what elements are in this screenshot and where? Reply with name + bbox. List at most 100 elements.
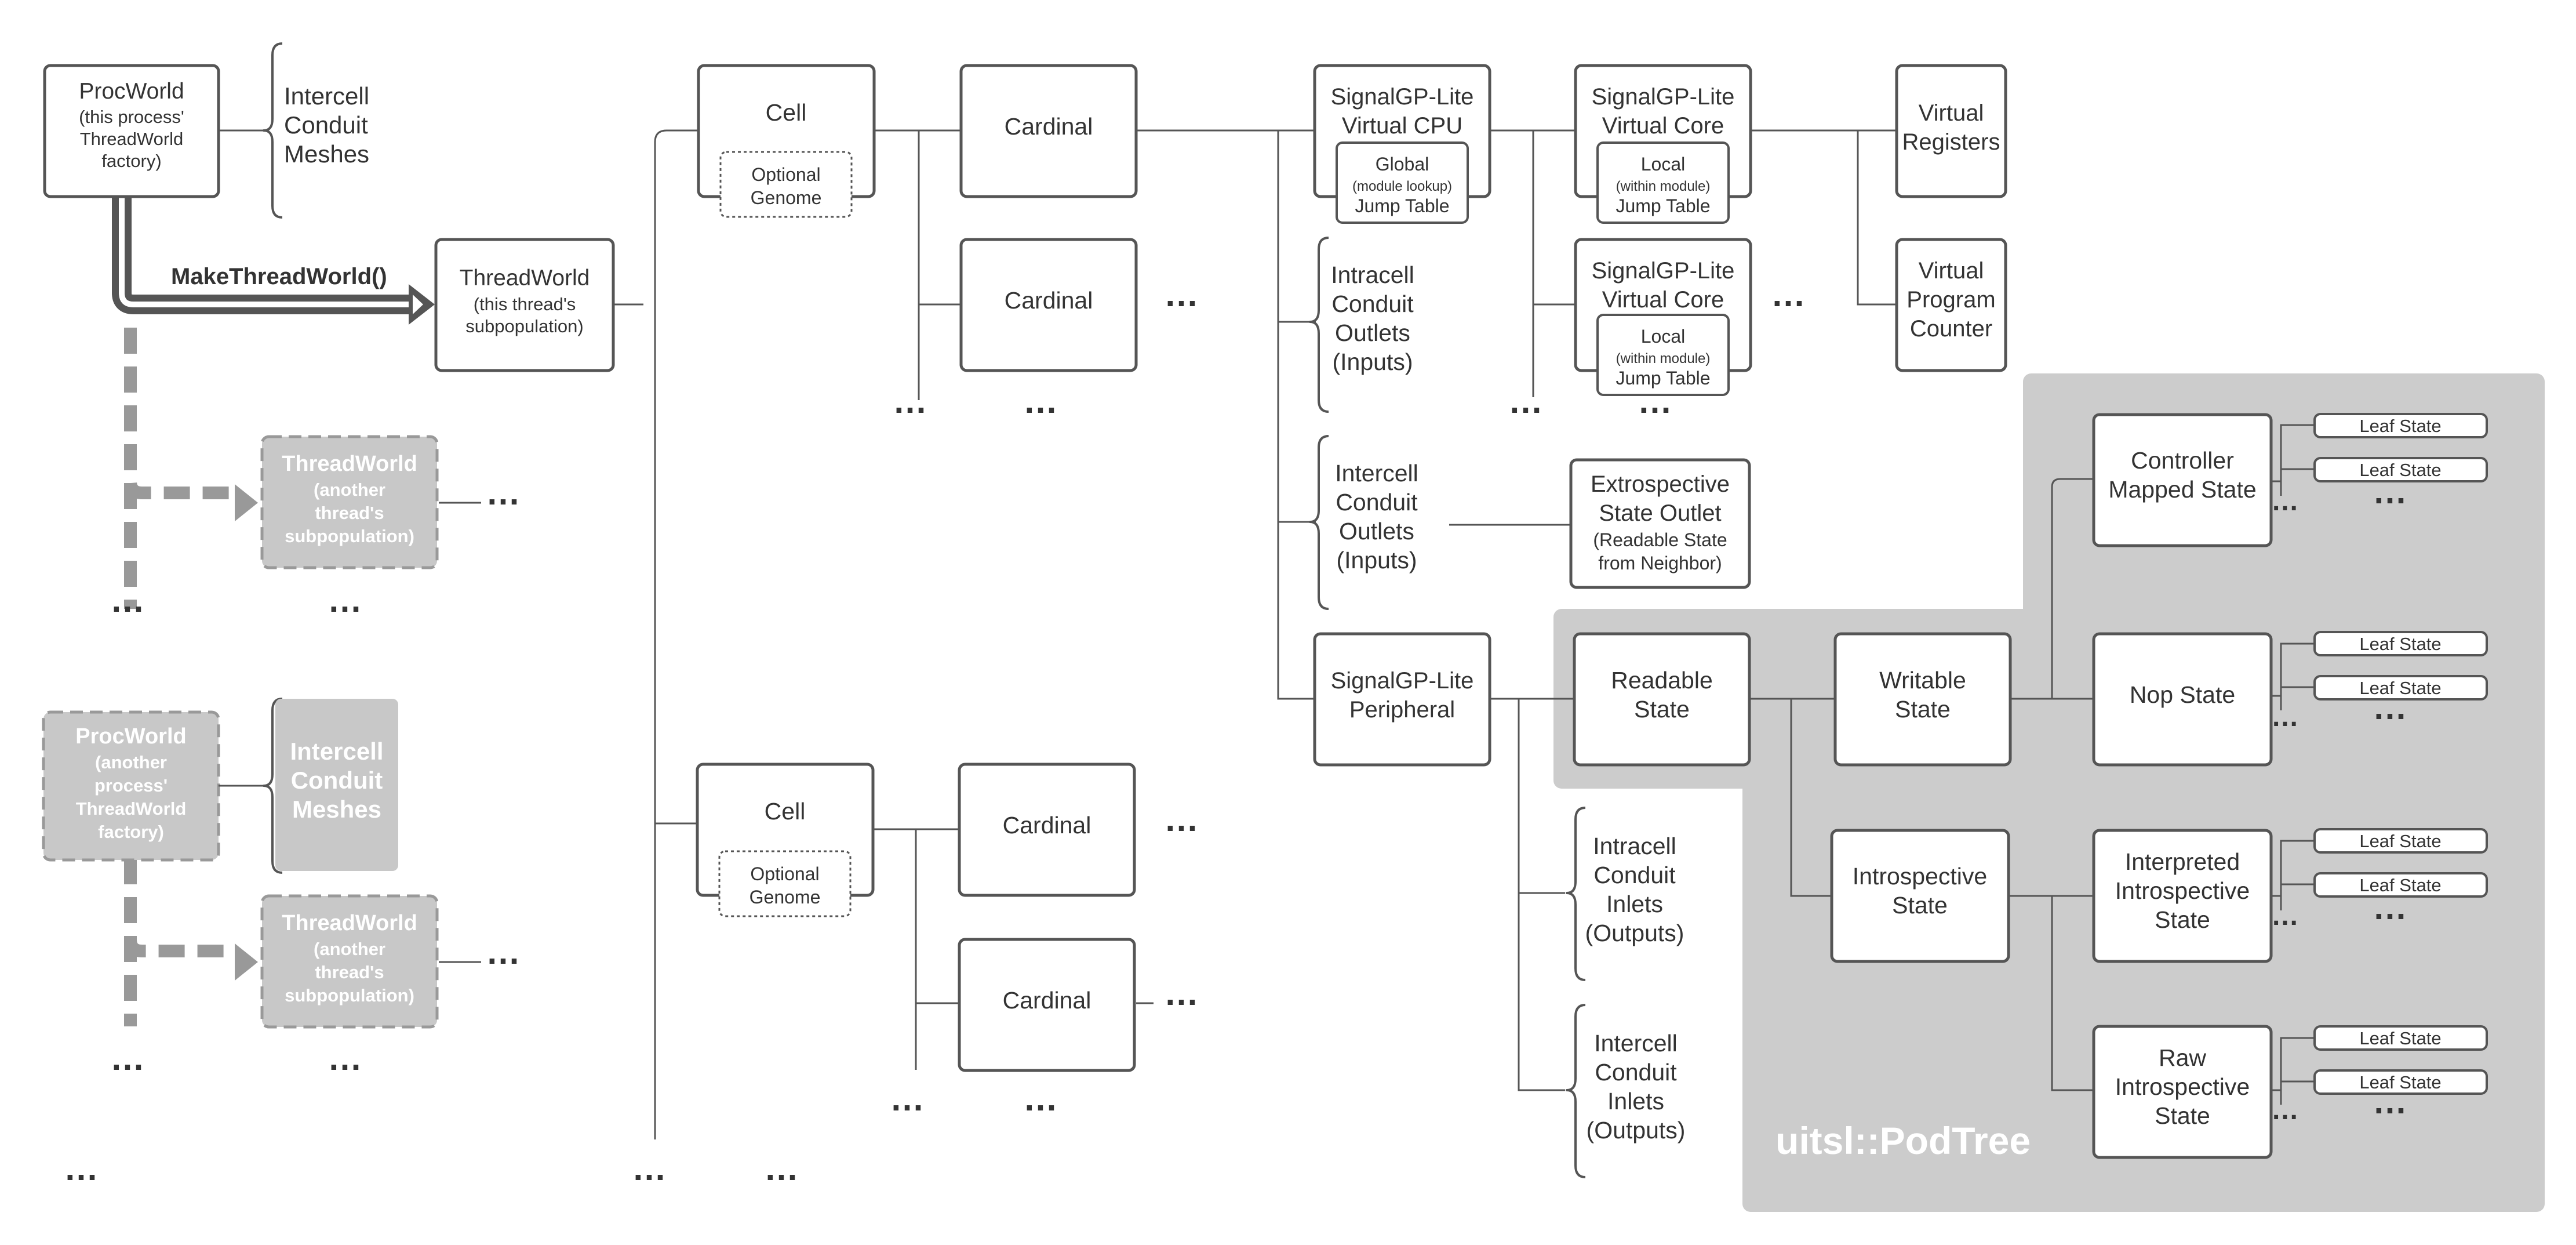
- svg-text:Conduit: Conduit: [1595, 1059, 1677, 1086]
- svg-text:…: …: [1164, 275, 1199, 314]
- svg-text:(Inputs): (Inputs): [1333, 349, 1413, 375]
- svg-text:…: …: [893, 382, 927, 420]
- cell-bottom: Cell Optional Genome: [696, 763, 875, 917]
- svg-text:Intercell: Intercell: [1335, 460, 1418, 487]
- intercell-inlets-label: Intercell Conduit Inlets (Outputs): [1587, 1030, 1686, 1144]
- svg-text:Leaf State: Leaf State: [2359, 460, 2441, 480]
- svg-text:Introspective: Introspective: [2115, 877, 2250, 904]
- intracell-outlets-label: Intracell Conduit Outlets (Inputs): [1331, 262, 1414, 375]
- svg-text:Leaf State: Leaf State: [2359, 875, 2441, 895]
- ghost-mesh: Intercell Conduit Meshes: [275, 699, 398, 871]
- svg-text:…: …: [486, 473, 521, 512]
- svg-text:(another: (another: [314, 939, 385, 959]
- leaf-state: Leaf State: [2313, 631, 2488, 656]
- svg-text:Conduit: Conduit: [284, 111, 368, 139]
- svg-text:SignalGP-Lite: SignalGP-Lite: [1331, 84, 1474, 110]
- leaf-state: Leaf State: [2313, 1069, 2488, 1095]
- svg-text:…: …: [1164, 974, 1199, 1012]
- svg-text:Introspective: Introspective: [1853, 863, 1987, 890]
- svg-text:SignalGP-Lite: SignalGP-Lite: [1592, 84, 1735, 110]
- brace-intracell-inlets: [1566, 807, 1586, 981]
- brace-intercell-inlets: [1566, 1004, 1586, 1178]
- svg-text:…: …: [328, 580, 362, 619]
- svg-text:ThreadWorld: ThreadWorld: [460, 266, 590, 291]
- svg-text:(within module): (within module): [1616, 351, 1711, 366]
- svg-text:Leaf State: Leaf State: [2359, 1072, 2441, 1092]
- arrows: [112, 197, 435, 1026]
- svg-text:Leaf State: Leaf State: [2359, 416, 2441, 436]
- svg-text:(another: (another: [314, 480, 385, 500]
- nop-state: Nop State: [2092, 632, 2273, 767]
- svg-text:Jump Table: Jump Table: [1616, 195, 1710, 216]
- svg-text:ThreadWorld: ThreadWorld: [76, 798, 187, 819]
- cardinal-1: Cardinal: [959, 64, 1138, 198]
- svg-text:…: …: [1164, 800, 1199, 839]
- svg-text:Conduit: Conduit: [1331, 291, 1414, 317]
- svg-text:…: …: [1023, 382, 1058, 420]
- svg-text:Readable: Readable: [1611, 667, 1713, 694]
- ghost-threadworld-top: ThreadWorld (another thread's subpopulat…: [260, 435, 439, 569]
- svg-text:Cell: Cell: [766, 99, 807, 126]
- leaf-state: Leaf State: [2313, 457, 2488, 482]
- intercell-outlets-label: Intercell Conduit Outlets (Inputs): [1335, 460, 1418, 574]
- svg-text:factory): factory): [101, 151, 161, 171]
- svg-text:Leaf State: Leaf State: [2359, 1028, 2441, 1048]
- svg-text:SignalGP-Lite: SignalGP-Lite: [1592, 258, 1735, 284]
- svg-text:(within module): (within module): [1616, 179, 1711, 194]
- svg-text:factory): factory): [98, 822, 164, 842]
- svg-text:State: State: [1895, 696, 1951, 723]
- ghost-procworld: ProcWorld (another process' ThreadWorld …: [42, 710, 220, 862]
- writable-state: Writable State: [1833, 632, 2012, 767]
- svg-text:Genome: Genome: [749, 887, 821, 908]
- svg-text:from Neighbor): from Neighbor): [1598, 553, 1722, 574]
- svg-text:…: …: [2271, 1095, 2299, 1126]
- svg-text:Nop State: Nop State: [2130, 681, 2235, 708]
- controller-mapped-state: Controller Mapped State: [2092, 413, 2273, 547]
- svg-text:(Outputs): (Outputs): [1587, 1117, 1686, 1144]
- svg-text:Cell: Cell: [765, 798, 806, 825]
- svg-text:Virtual Core: Virtual Core: [1602, 113, 1724, 139]
- leaf-state: Leaf State: [2313, 675, 2488, 700]
- svg-text:Cardinal: Cardinal: [1003, 812, 1091, 839]
- svg-text:Conduit: Conduit: [291, 767, 383, 794]
- svg-text:SignalGP-Lite: SignalGP-Lite: [1331, 668, 1474, 694]
- svg-text:…: …: [2373, 888, 2407, 927]
- interpreted-introspective-state: Interpreted Introspective State: [2092, 829, 2273, 963]
- svg-text:subpopulation): subpopulation): [465, 316, 583, 336]
- svg-text:…: …: [2271, 702, 2299, 732]
- svg-text:Local: Local: [1641, 326, 1686, 347]
- svg-text:Cardinal: Cardinal: [1003, 987, 1091, 1014]
- svg-text:Writable: Writable: [1879, 667, 1966, 694]
- svg-text:Cardinal: Cardinal: [1005, 113, 1093, 140]
- svg-text:Conduit: Conduit: [1593, 862, 1676, 888]
- cardinal-2: Cardinal: [959, 238, 1138, 372]
- introspective-state: Introspective State: [1830, 829, 2010, 963]
- leaf-states: Leaf State Leaf State Leaf State Leaf St…: [2313, 413, 2488, 1095]
- svg-text:Interpreted: Interpreted: [2125, 848, 2240, 875]
- procworld-node: ProcWorld (this process' ThreadWorld fac…: [43, 64, 220, 198]
- svg-text:…: …: [1638, 382, 1672, 420]
- connectors: [219, 129, 2316, 1139]
- svg-text:State Outlet: State Outlet: [1599, 500, 1721, 526]
- svg-text:…: …: [764, 1149, 799, 1188]
- make-thread-world-label: MakeThreadWorld(): [171, 264, 387, 289]
- svg-text:…: …: [2271, 486, 2299, 517]
- svg-text:…: …: [2271, 901, 2299, 931]
- virtual-cpu: SignalGP-Lite Virtual CPU Global (module…: [1313, 64, 1491, 224]
- svg-text:…: …: [1023, 1079, 1058, 1118]
- svg-text:thread's: thread's: [315, 503, 384, 523]
- svg-text:Meshes: Meshes: [292, 796, 381, 823]
- svg-text:Conduit: Conduit: [1336, 489, 1418, 516]
- svg-text:Optional: Optional: [750, 863, 819, 884]
- svg-text:Outlets: Outlets: [1339, 518, 1414, 545]
- svg-text:Controller: Controller: [2131, 447, 2234, 474]
- svg-text:Raw: Raw: [2159, 1044, 2206, 1071]
- svg-text:…: …: [890, 1079, 925, 1118]
- svg-text:Cardinal: Cardinal: [1005, 287, 1093, 314]
- svg-text:Leaf State: Leaf State: [2359, 678, 2441, 698]
- svg-text:Jump Table: Jump Table: [1355, 195, 1449, 216]
- leaf-state: Leaf State: [2313, 1025, 2488, 1051]
- svg-text:Virtual CPU: Virtual CPU: [1342, 113, 1462, 139]
- svg-text:Meshes: Meshes: [284, 140, 369, 168]
